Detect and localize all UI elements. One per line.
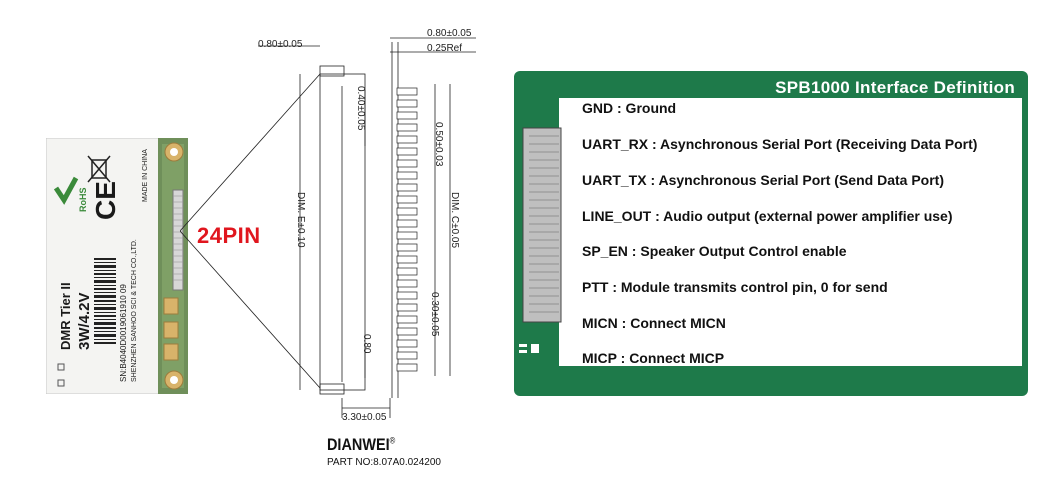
part-number: PART NO:8.07A0.024200 — [327, 457, 441, 468]
dim-ref: 0.25Ref — [427, 43, 463, 54]
definition-sp-en: SP_EN : Speaker Output Control enable — [582, 243, 847, 259]
pin-count-label: 24PIN — [197, 223, 261, 248]
dim-pitch-top: 0.40±0.05 — [355, 86, 366, 131]
dim-080: 0.80 — [361, 334, 372, 354]
rohs-label: RoHS — [78, 187, 88, 213]
definition-micp: MICP : Connect MICP — [582, 350, 725, 366]
module-photo: RoHS CE DMR Tier II 3W/4.2V SN:B4040D001… — [46, 138, 188, 394]
definition-gnd: GND : Ground — [582, 100, 677, 116]
origin-label: MADE IN CHINA — [142, 149, 149, 202]
dim-c: DIM. C±0.05 — [449, 192, 460, 249]
brand-name: DIANWEI — [327, 435, 390, 454]
definition-line-out: LINE_OUT : Audio output (external power … — [582, 208, 953, 224]
interface-definition-panel: SPB1000 Interface Definition GND : Groun… — [513, 70, 1029, 397]
definition-uart-tx: UART_TX : Asynchronous Serial Port (Send… — [582, 172, 944, 188]
definition-ptt: PTT : Module transmits control pin, 0 fo… — [582, 279, 888, 295]
connector-drawing — [180, 37, 476, 418]
panel-title: SPB1000 Interface Definition — [775, 78, 1015, 97]
dim-e: DIM. E±0.10 — [295, 192, 306, 248]
maker-label: SHENZHEN SANHOO SCI & TECH CO.,LTD. — [131, 239, 138, 382]
dim-top-left: 0.80±0.05 — [258, 39, 303, 50]
dmr-label: DMR Tier II — [58, 282, 73, 350]
dim-bottom: 3.30±0.05 — [342, 412, 387, 423]
definition-uart-rx: UART_RX : Asynchronous Serial Port (Rece… — [582, 136, 978, 152]
dim-pitch: 0.50±0.03 — [433, 122, 444, 167]
serial-number: SN:B4040D0019061910 09 — [119, 284, 128, 382]
power-label: 3W/4.2V — [76, 292, 93, 350]
brand-logo: DIANWEI® — [327, 435, 395, 455]
ce-mark: CE — [90, 181, 121, 220]
definition-micn: MICN : Connect MICN — [582, 315, 726, 331]
dim-030: 0.30±0.05 — [429, 292, 440, 337]
dim-top-right: 0.80±0.05 — [427, 28, 472, 39]
brand-mark: ® — [389, 435, 396, 446]
